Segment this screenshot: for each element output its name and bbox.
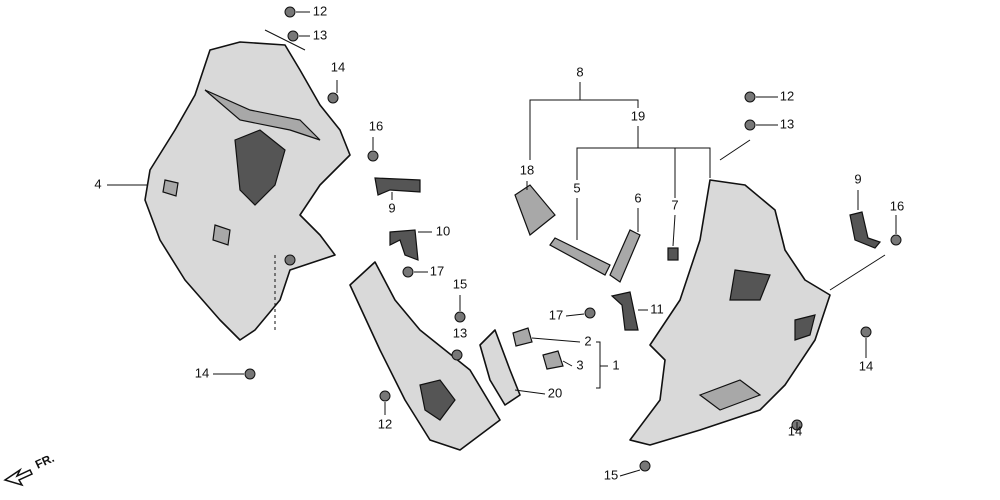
leader-lines: [107, 11, 897, 477]
callout-18: 18: [520, 162, 534, 177]
callout-6: 6: [634, 190, 641, 205]
part-9-stay-left: [374, 177, 421, 196]
part-7-clip: [667, 247, 679, 261]
callout-14: 14: [331, 59, 345, 74]
part-6-strip: [609, 229, 641, 283]
callout-16: 16: [890, 198, 904, 213]
right-lower-cowl: [629, 179, 831, 446]
callout-13: 13: [780, 116, 794, 131]
callout-17: 17: [549, 307, 563, 322]
callout-13: 13: [313, 27, 327, 42]
callout-15: 15: [604, 467, 618, 482]
callout-15: 15: [453, 276, 467, 291]
callout-20: 20: [548, 385, 562, 400]
part-2-clip: [512, 327, 533, 347]
part-11-bracket: [610, 291, 639, 331]
part-9-stay-right: [849, 211, 882, 249]
callout-1: 1: [612, 357, 619, 372]
arrow-icon: [3, 467, 34, 487]
callout-13: 13: [453, 325, 467, 340]
callout-2: 2: [584, 333, 591, 348]
part-18-triangle: [514, 184, 556, 236]
callout-14: 14: [195, 365, 209, 380]
callout-9: 9: [388, 200, 395, 215]
part-3-clip: [542, 350, 564, 370]
left-lower-cowl: [144, 41, 351, 341]
bolts: [244, 6, 902, 472]
callout-10: 10: [436, 223, 450, 238]
callout-8: 8: [576, 64, 583, 79]
part-10-bracket: [389, 229, 419, 261]
callout-3: 3: [576, 357, 583, 372]
callout-19: 19: [631, 108, 645, 123]
callout-14: 14: [859, 358, 873, 373]
front-direction-arrow: FR.: [3, 451, 56, 487]
callout-9: 9: [854, 171, 861, 186]
callout-17: 17: [430, 263, 444, 278]
callout-11: 11: [650, 301, 664, 316]
callout-12: 12: [378, 416, 392, 431]
inner-panel: [349, 261, 521, 451]
callout-5: 5: [573, 180, 580, 195]
callout-12: 12: [780, 88, 794, 103]
callout-4: 4: [94, 176, 101, 191]
front-label: FR.: [33, 451, 56, 472]
callout-16: 16: [369, 118, 383, 133]
callout-7: 7: [671, 197, 678, 212]
callout-14: 14: [788, 423, 802, 438]
callout-12: 12: [313, 3, 327, 18]
part-5-strip: [549, 237, 611, 276]
